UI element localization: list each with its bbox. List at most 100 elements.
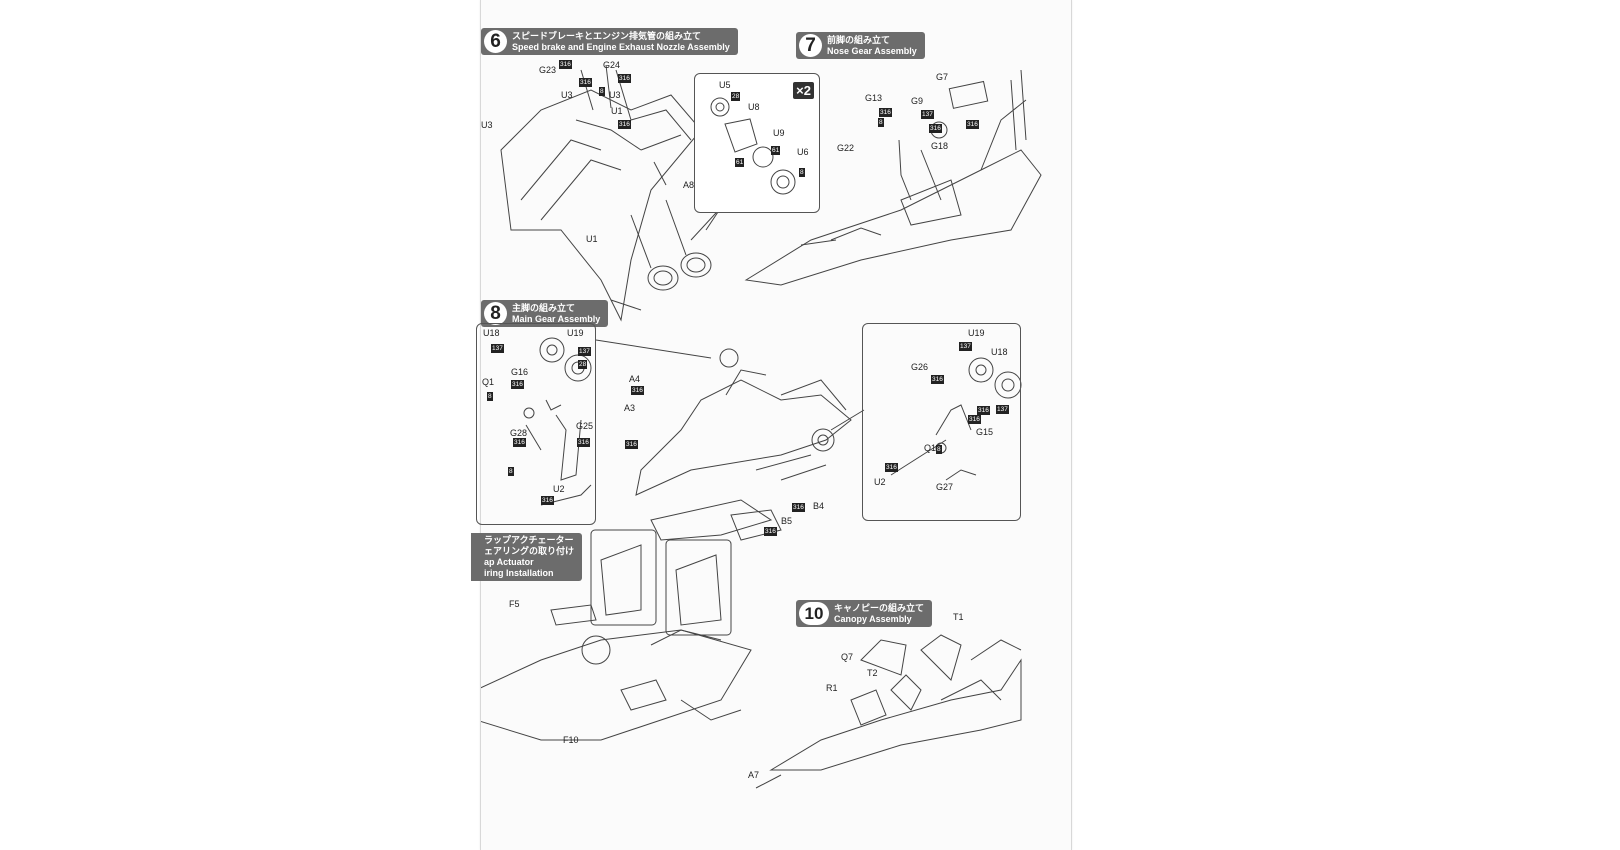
assembly-drawings — [481, 64, 1042, 789]
step-title-jp: 主脚の組み立て — [512, 302, 576, 313]
paint-code: 316 — [764, 527, 777, 536]
step-number: 8 — [484, 302, 507, 325]
step6-nozzle-callout: ×2 — [694, 73, 820, 213]
part-label: B4 — [813, 501, 825, 511]
part-label: U6 — [797, 147, 809, 157]
step7-banner: 7 前脚の組み立て Nose Gear Assembly — [796, 32, 925, 59]
part-label: U3 — [481, 120, 493, 130]
part-label: U8 — [748, 102, 760, 112]
step-title-en: ap Actuator — [484, 557, 534, 567]
instruction-sheet: 6 スピードブレーキとエンジン排気管の組み立て Speed brake and … — [471, 0, 1072, 850]
part-label: F5 — [509, 599, 520, 609]
step8-left-callout — [476, 323, 596, 525]
part-label: G9 — [911, 96, 924, 106]
paint-code: 316 — [513, 438, 526, 447]
part-label: G15 — [976, 427, 994, 437]
step-title-jp: スピードブレーキとエンジン排気管の組み立て — [512, 30, 702, 41]
paint-code: 316 — [968, 415, 981, 424]
part-label: U18 — [991, 347, 1008, 357]
step10-banner: 10 キャノピーの組み立て Canopy Assembly — [796, 600, 933, 627]
paint-code: 316 — [618, 120, 631, 129]
paint-code: 61 — [771, 146, 781, 155]
part-label: U19 — [567, 328, 584, 338]
part-label: T2 — [867, 668, 878, 678]
step10-drawing — [755, 634, 1022, 789]
paint-code: 316 — [618, 74, 631, 83]
part-label: U19 — [968, 328, 985, 338]
part-label: U9 — [773, 128, 785, 138]
paint-code: 8 — [487, 392, 493, 401]
paint-code: 28 — [578, 360, 588, 369]
paint-code: 61 — [735, 158, 745, 167]
paint-code: 8 — [799, 168, 805, 177]
part-label: Q1 — [924, 443, 937, 453]
paint-code: 316 — [885, 463, 898, 472]
part-label: A3 — [624, 403, 636, 413]
paint-code: 137 — [491, 344, 504, 353]
step-title-en-2: iring Installation — [484, 568, 554, 578]
part-label: G25 — [576, 421, 594, 431]
step-title-jp: ラップアクチェーター — [484, 535, 574, 545]
part-label: G16 — [511, 367, 529, 377]
paint-code: 316 — [559, 60, 572, 69]
part-label: U18 — [483, 328, 500, 338]
paint-code: 316 — [625, 440, 638, 449]
paint-code: 316 — [579, 78, 592, 87]
step-number: 10 — [799, 602, 829, 625]
step9-drawing — [481, 529, 752, 741]
part-label: B5 — [781, 516, 793, 526]
paint-code: 316 — [541, 496, 554, 505]
part-label: Q7 — [841, 652, 854, 662]
part-label: F10 — [563, 735, 579, 745]
step9-banner: ラップアクチェーター ェアリングの取り付け ap Actuator iring … — [471, 533, 583, 581]
quantity-badge: ×2 — [793, 82, 814, 99]
part-label: G22 — [837, 143, 855, 153]
paint-code: 316 — [879, 108, 892, 117]
paint-code: 8 — [878, 118, 884, 127]
paint-code: 8 — [599, 87, 605, 96]
part-label: U2 — [874, 477, 886, 487]
paint-code: 316 — [511, 380, 524, 389]
part-label: G27 — [936, 482, 954, 492]
paint-code: 137 — [578, 347, 591, 356]
part-label: U5 — [719, 80, 731, 90]
step-number: 7 — [799, 34, 822, 57]
part-label: G13 — [865, 93, 883, 103]
part-label: G24 — [603, 60, 621, 70]
part-label: G18 — [931, 141, 949, 151]
step-title-en: Nose Gear Assembly — [827, 45, 917, 56]
paint-code: 137 — [996, 405, 1009, 414]
paint-code: 316 — [929, 124, 942, 133]
part-label: G26 — [911, 362, 929, 372]
step-title-en: Speed brake and Engine Exhaust Nozzle As… — [512, 41, 730, 52]
step-title-jp: キャノピーの組み立て — [834, 602, 925, 613]
part-label: U2 — [553, 484, 565, 494]
part-label: G23 — [539, 65, 557, 75]
paint-code: 316 — [792, 503, 805, 512]
paint-code: 137 — [921, 110, 934, 119]
step-title-jp: 前脚の組み立て — [827, 34, 891, 45]
paint-code: 28 — [731, 92, 741, 101]
paint-code: 316 — [931, 375, 944, 384]
step8-drawing — [595, 339, 865, 541]
step8-banner: 8 主脚の組み立て Main Gear Assembly — [481, 300, 609, 327]
step7-drawing — [744, 69, 1042, 286]
part-label: A8 — [683, 180, 695, 190]
part-label: R1 — [826, 683, 838, 693]
part-label: U3 — [561, 90, 573, 100]
part-label: U1 — [611, 106, 623, 116]
part-label: U1 — [586, 234, 598, 244]
paint-code: 8 — [936, 445, 942, 454]
part-label: T1 — [953, 612, 964, 622]
step-title-en: Main Gear Assembly — [512, 313, 601, 324]
paint-code: 316 — [577, 438, 590, 447]
part-label: A4 — [629, 374, 641, 384]
step6-banner: 6 スピードブレーキとエンジン排気管の組み立て Speed brake and … — [481, 28, 738, 55]
nozzle-parts-drawing — [710, 97, 796, 195]
part-label: Q1 — [482, 377, 495, 387]
paint-code: 316 — [977, 406, 990, 415]
part-label: G28 — [510, 428, 528, 438]
part-label: U3 — [609, 90, 621, 100]
step-number: 6 — [484, 30, 507, 53]
paint-code: 316 — [631, 386, 644, 395]
